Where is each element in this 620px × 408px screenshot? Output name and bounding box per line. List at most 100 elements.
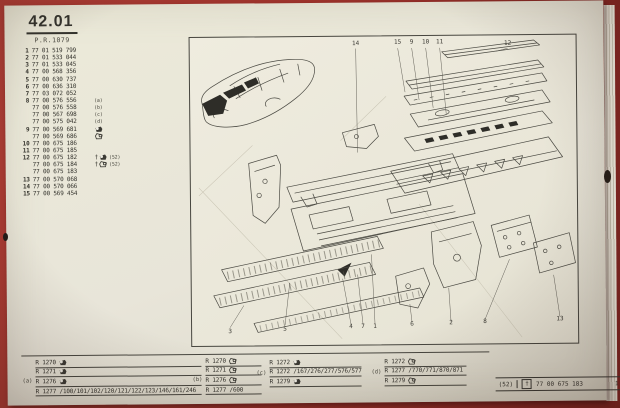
diagram-callout: 4 xyxy=(349,323,353,331)
diagram-callout: 7 xyxy=(361,322,365,331)
footer-table-label: (c) xyxy=(256,370,267,377)
steering-lhd-icon xyxy=(95,126,103,132)
steering-rhd-icon xyxy=(94,132,103,139)
footer-table-row: R 1271 xyxy=(35,366,202,378)
parts-list-row: 77 00 675 184†(52) xyxy=(19,161,145,169)
section-number: 42.01 xyxy=(26,12,78,35)
part-index: 14 xyxy=(22,183,30,191)
diagram-callout: 8 xyxy=(483,317,487,325)
footer-table-row: R 1270 xyxy=(205,356,262,367)
footer-table-label: (d) xyxy=(371,369,382,376)
diagram-callout: 9 xyxy=(409,38,414,46)
footer-table-label: (a) xyxy=(22,378,33,385)
diagram-callout: 14 xyxy=(351,40,360,48)
part-index: 1 xyxy=(25,47,29,55)
catalog-reference: P.R.1079 xyxy=(34,36,70,45)
footer-table-row: R 1271 xyxy=(205,365,262,377)
part-index: 7 xyxy=(25,90,30,98)
assembly-code: R 1272 xyxy=(269,358,290,367)
steering-rhd-icon xyxy=(229,376,238,384)
diagram-callout: 10 xyxy=(421,38,430,46)
footnote-strip: (52) † 77 00 675 183 1 xyxy=(495,376,620,392)
footnote-ref: (52) xyxy=(498,380,514,388)
part-index: 12 xyxy=(22,154,30,162)
parts-list-row: 77 00 569 686 xyxy=(18,132,144,140)
assembly-code: R 1270 xyxy=(205,357,226,365)
part-note: (52) xyxy=(108,154,121,161)
part-note: (b) xyxy=(94,104,103,111)
assembly-code: R 1277 /100/101/102/120/121/122/123/146/… xyxy=(35,386,197,395)
photo-artifact-dot-left xyxy=(3,233,8,241)
part-index: 11 xyxy=(22,147,30,155)
dagger-icon: † xyxy=(94,160,99,168)
part-index: 5 xyxy=(25,76,29,84)
part-index: 15 xyxy=(23,190,30,198)
diagram-callout: 15 xyxy=(393,38,402,46)
steering-rhd-icon xyxy=(229,367,238,374)
footer-table-row: R 1277 /600 xyxy=(205,385,262,396)
part-note: (a) xyxy=(94,97,103,104)
steering-lhd-icon xyxy=(60,378,68,385)
footer-table-row: R 1277 /100/101/102/120/121/122/123/146/… xyxy=(35,385,202,397)
footnote-part-number: 77 00 675 183 xyxy=(536,380,584,388)
part-index: 4 xyxy=(25,68,29,76)
dagger-icon: † xyxy=(94,153,99,161)
assembly-code: R 1271 xyxy=(35,368,56,376)
footer-table-label: (b) xyxy=(192,376,203,383)
assembly-code: R 1276 xyxy=(35,378,57,386)
assembly-code: R 1277 /600 xyxy=(205,386,244,394)
steering-lhd-icon xyxy=(294,378,302,385)
footer-table-row: R 1279 xyxy=(384,375,467,387)
dagger-icon: † xyxy=(521,379,533,390)
part-index: 2 xyxy=(25,54,29,62)
part-note: (52) xyxy=(109,161,121,168)
footer-table-row: R 1276 xyxy=(35,376,202,388)
part-index: 10 xyxy=(22,140,30,148)
diagram-callout: 1 xyxy=(373,322,377,330)
steering-rhd-icon xyxy=(408,377,417,384)
assembly-code: R 1270 xyxy=(35,358,56,367)
diagram-callout: 12 xyxy=(503,39,512,47)
exploded-diagram xyxy=(198,39,576,339)
diagram-callout: 2 xyxy=(449,319,453,327)
assembly-code: R 1279 xyxy=(384,377,406,385)
part-index: 9 xyxy=(25,126,30,134)
footer-table-row: R 1272 xyxy=(384,356,467,367)
assembly-code: R 1272 /167/276/277/576/577 xyxy=(269,367,362,376)
part-number: 77 00 569 454 xyxy=(32,189,78,198)
page-header: 42.01 P.R.1079 xyxy=(26,11,78,45)
part-note: (c) xyxy=(94,111,103,118)
diagram-callout: 6 xyxy=(410,320,414,328)
photo-artifact-dot-right xyxy=(604,170,611,183)
steering-rhd-icon xyxy=(408,358,417,365)
car-body-illustration xyxy=(201,58,315,128)
footer-table-row: R 1270 xyxy=(35,356,202,368)
footer-table-row: R 1276 xyxy=(205,375,262,386)
steering-lhd-icon xyxy=(60,359,67,365)
footnote-quantity: 1 xyxy=(614,379,619,387)
part-index: 3 xyxy=(25,61,29,69)
diagram-callout: 13 xyxy=(556,315,564,323)
footer-table-row: R 1272 xyxy=(269,357,362,368)
assembly-code: R 1276 xyxy=(205,376,227,384)
part-index: 6 xyxy=(25,83,30,91)
steering-rhd-icon xyxy=(99,161,108,168)
footer-table-row: R 1279 xyxy=(269,376,362,388)
assembly-code: R 1279 xyxy=(269,378,291,386)
steering-lhd-icon xyxy=(294,359,301,365)
assembly-code: R 1271 xyxy=(205,367,226,375)
part-index: 8 xyxy=(25,97,30,105)
assembly-code: R 1272 xyxy=(384,357,405,366)
steering-lhd-icon xyxy=(100,154,108,160)
diagram-callout: 11 xyxy=(435,38,444,46)
